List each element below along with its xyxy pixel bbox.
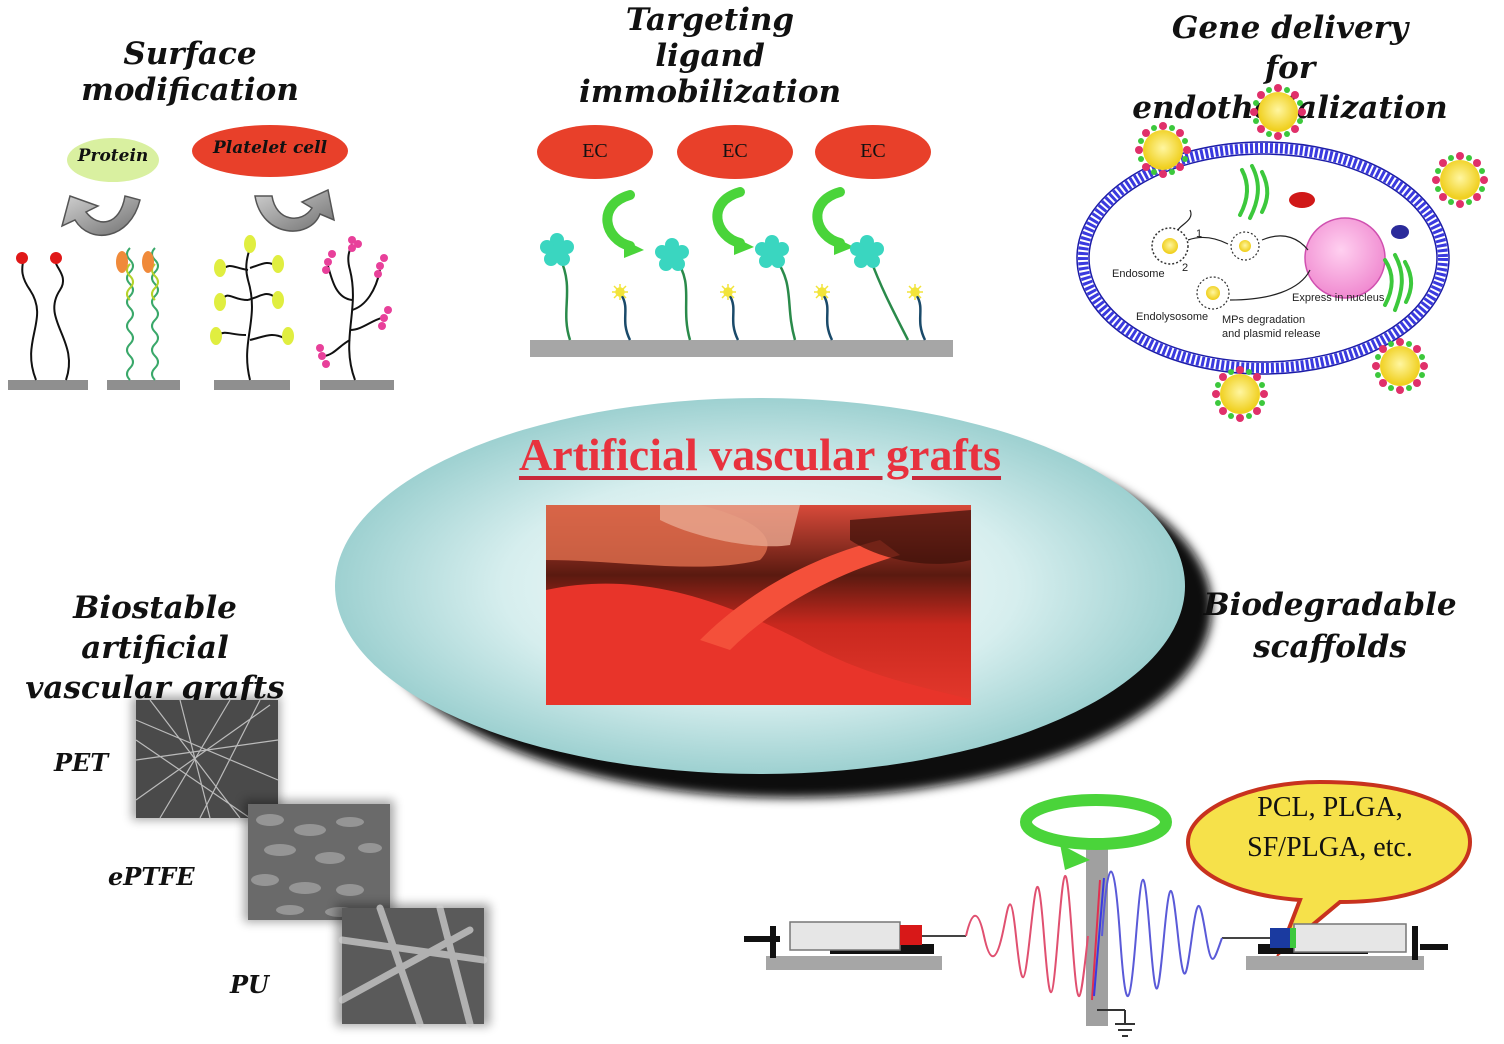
cell-membrane xyxy=(1078,143,1448,373)
biostable-title: Biostable artificial vascular grafts xyxy=(0,588,310,708)
fiber-jet-right xyxy=(1101,870,1223,997)
biodegradable-title-line1: Biodegradable xyxy=(1203,587,1457,623)
targeting-title-line1: Targeting xyxy=(625,2,795,38)
golgi xyxy=(1238,164,1414,312)
pet-sem-image xyxy=(136,700,278,818)
substrate xyxy=(214,380,290,390)
substrate xyxy=(107,380,180,390)
repel-arrow-left xyxy=(60,195,141,236)
endolysosome-label: Endolysosome xyxy=(1136,311,1209,323)
rotation-arrow xyxy=(1020,794,1172,850)
fiber-jet-left xyxy=(965,875,1089,997)
ec-cell-2 xyxy=(677,125,793,179)
express-label: Express in nucleus xyxy=(1292,292,1385,304)
ec-label-3: EC xyxy=(860,140,886,162)
syringe-right xyxy=(1293,923,1407,953)
biodegradable-title: Biodegradable scaffolds xyxy=(1180,584,1480,668)
gene-delivery-title-line1: Gene delivery xyxy=(1171,10,1409,46)
ec-cell-1 xyxy=(537,125,653,179)
pet-label: PET xyxy=(54,748,109,777)
plasmid-label: and plasmid release xyxy=(1222,328,1321,340)
biodegradable-panel xyxy=(744,779,1473,1037)
biostable-title-line1: Biostable artificial xyxy=(73,590,237,666)
step-1-label: 1 xyxy=(1196,228,1203,240)
gene-delivery-panel xyxy=(1076,84,1488,422)
mitochondrion xyxy=(1289,192,1315,208)
syringe-left xyxy=(789,921,901,951)
nucleus xyxy=(1304,217,1386,299)
step-2-label: 2 xyxy=(1182,262,1189,274)
platelet-label: Platelet cell xyxy=(212,138,328,158)
biodegradable-title-line2: scaffolds xyxy=(1253,629,1407,665)
targeting-title: Targeting ligand immobilization xyxy=(520,2,900,110)
center-title: Artificial vascular grafts xyxy=(518,429,1002,480)
substrate xyxy=(320,380,394,390)
surface-modification-title: Surface modification xyxy=(81,36,299,108)
ec-label-1: EC xyxy=(582,140,608,162)
surface-modification-panel xyxy=(8,125,394,390)
targeting-panel xyxy=(530,125,953,357)
surgical-photo xyxy=(546,505,971,705)
substrate xyxy=(8,380,88,390)
targeting-title-line2: ligand immobilization xyxy=(578,38,842,110)
material-bubble-text: PCL, PLGA, SF/PLGA, etc. xyxy=(1196,788,1464,868)
biostable-panel xyxy=(132,696,490,1028)
protein-ellipse xyxy=(67,138,159,182)
endosome-label: Endosome xyxy=(1112,268,1165,280)
nanoparticles xyxy=(1135,84,1488,422)
targeting-substrate xyxy=(530,340,953,357)
repel-arrow-right xyxy=(254,188,336,232)
protein-label: Protein xyxy=(77,146,149,166)
platelet-ellipse xyxy=(192,125,348,177)
material-line-1: PCL, PLGA, xyxy=(1257,792,1403,823)
pu-label: PU xyxy=(230,970,269,999)
ec-label-2: EC xyxy=(722,140,748,162)
eptfe-label: ePTFE xyxy=(108,862,195,891)
material-line-2: SF/PLGA, etc. xyxy=(1247,832,1413,863)
center-panel xyxy=(335,398,1212,798)
mps-label: MPs degradation xyxy=(1222,314,1306,326)
ec-cell-3 xyxy=(815,125,931,179)
